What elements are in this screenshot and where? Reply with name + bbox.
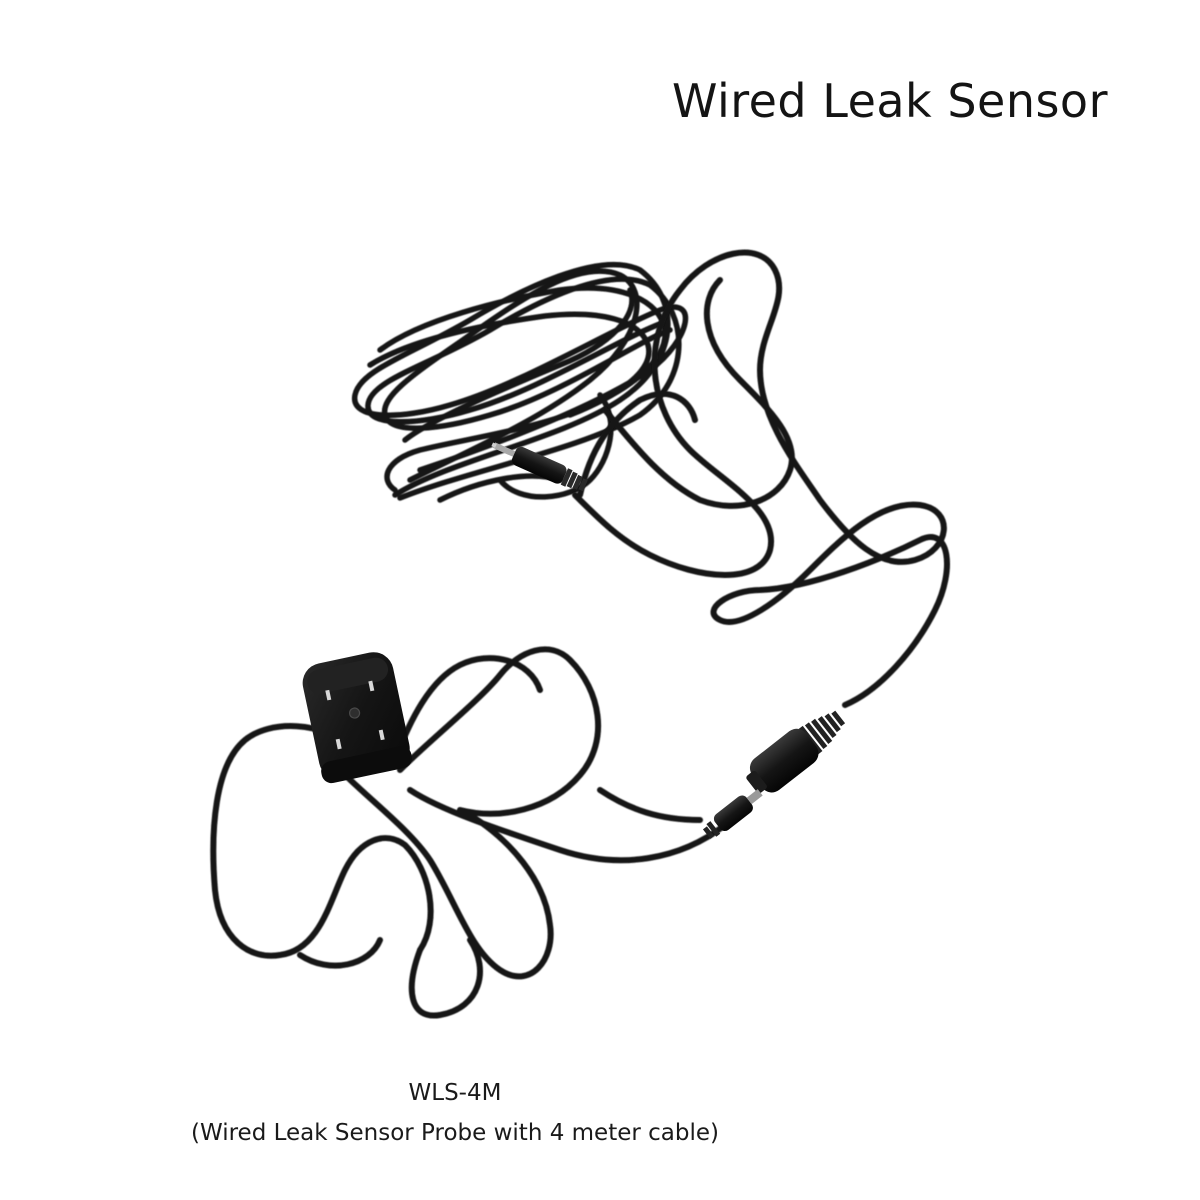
audio-jack-plug bbox=[491, 442, 588, 492]
product-model-caption: WLS-4M bbox=[408, 1080, 502, 1106]
leak-sensor-probe bbox=[302, 652, 413, 784]
inline-connector bbox=[746, 710, 846, 794]
product-description-caption: (Wired Leak Sensor Probe with 4 meter ca… bbox=[191, 1120, 719, 1146]
product-title: Wired Leak Sensor bbox=[671, 74, 1108, 128]
male-plug bbox=[702, 789, 763, 839]
cable-loops bbox=[572, 249, 950, 708]
probe-cable bbox=[210, 646, 728, 1019]
